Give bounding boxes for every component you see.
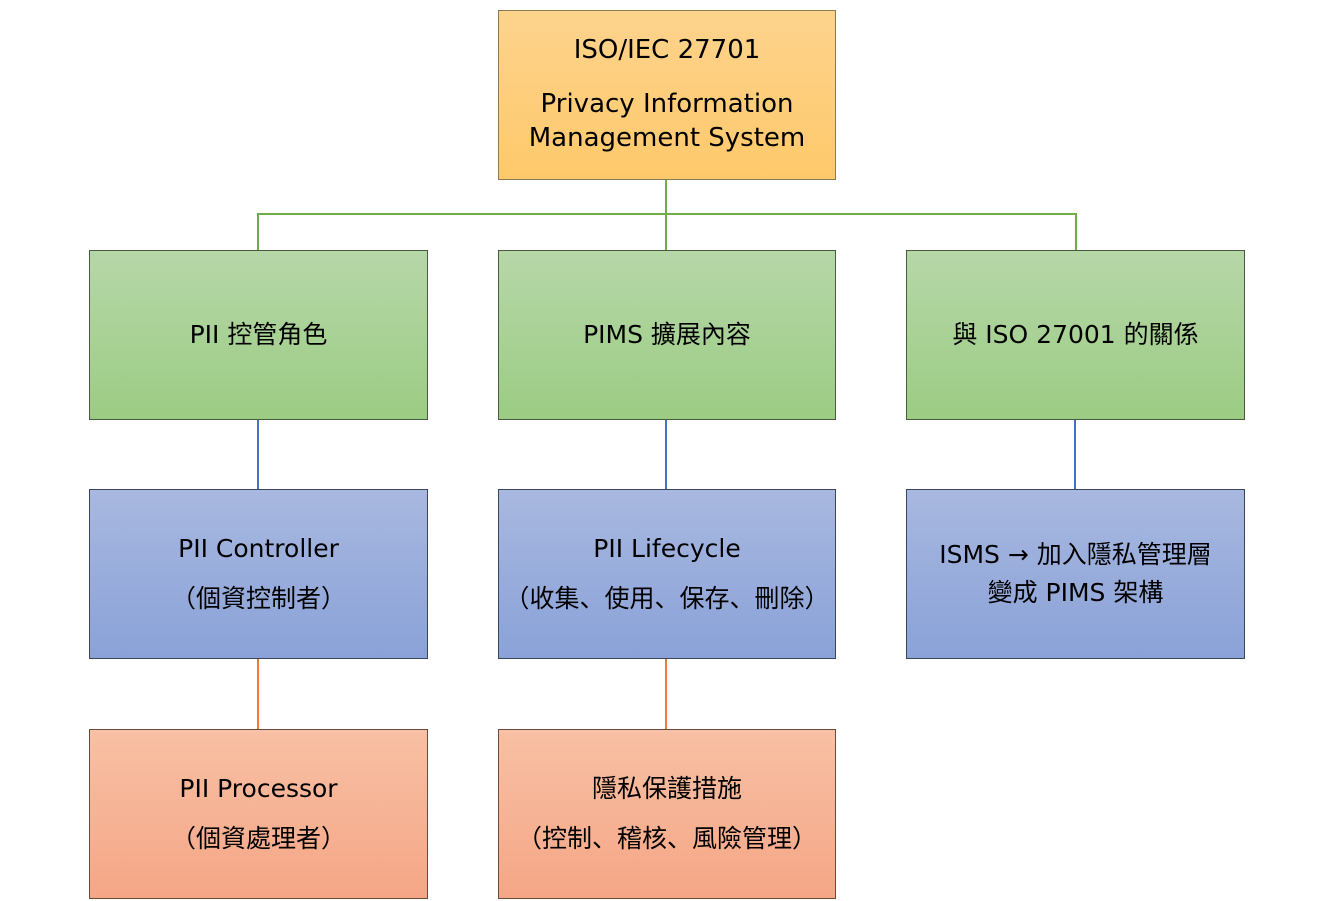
branch-label: PIMS 擴展內容 — [583, 319, 751, 349]
branch-node-iso27001-relation[interactable]: 與 ISO 27001 的關係 — [906, 250, 1245, 420]
root-subtitle-line2: Management System — [528, 122, 806, 153]
connector-branch-2-child-1 — [665, 420, 667, 489]
branch-label: PII 控管角色 — [189, 319, 328, 349]
node-subtitle: （控制、稽核、風險管理） — [516, 824, 817, 853]
node-title: PII Lifecycle — [593, 533, 741, 563]
branch-node-pii-roles[interactable]: PII 控管角色 — [89, 250, 428, 420]
node-title: ISMS → 加入隱私管理層 — [939, 539, 1212, 569]
node-title: PII Processor — [179, 773, 338, 803]
connector-branch-2-child-2 — [665, 659, 667, 729]
root-subtitle-line1: Privacy Information — [540, 89, 794, 120]
node-isms-to-pims[interactable]: ISMS → 加入隱私管理層 變成 PIMS 架構 — [906, 489, 1245, 659]
node-title: 隱私保護措施 — [591, 773, 742, 803]
connector-to-branch-1 — [257, 213, 259, 250]
connector-branch-1-child-1 — [257, 420, 259, 489]
connector-branch-3-child-1 — [1074, 420, 1076, 489]
node-pii-controller[interactable]: PII Controller （個資控制者） — [89, 489, 428, 659]
node-subtitle: 變成 PIMS 架構 — [987, 578, 1164, 607]
node-subtitle: （個資控制者） — [170, 584, 346, 613]
connector-to-branch-3 — [1075, 213, 1077, 250]
root-title: ISO/IEC 27701 — [573, 35, 761, 66]
node-title: PII Controller — [178, 533, 339, 563]
node-pii-lifecycle[interactable]: PII Lifecycle （收集、使用、保存、刪除） — [498, 489, 836, 659]
node-subtitle: （收集、使用、保存、刪除） — [504, 584, 830, 613]
connector-horizontal-bus — [257, 213, 1077, 215]
connector-branch-1-child-2 — [257, 659, 259, 729]
branch-node-pims-extension[interactable]: PIMS 擴展內容 — [498, 250, 836, 420]
node-subtitle: （個資處理者） — [170, 824, 346, 853]
node-pii-processor[interactable]: PII Processor （個資處理者） — [89, 729, 428, 899]
node-privacy-protection-measures[interactable]: 隱私保護措施 （控制、稽核、風險管理） — [498, 729, 836, 899]
branch-label: 與 ISO 27001 的關係 — [952, 319, 1199, 349]
connector-root-down — [665, 180, 667, 250]
root-node-iso27701[interactable]: ISO/IEC 27701 Privacy Information Manage… — [498, 10, 836, 180]
